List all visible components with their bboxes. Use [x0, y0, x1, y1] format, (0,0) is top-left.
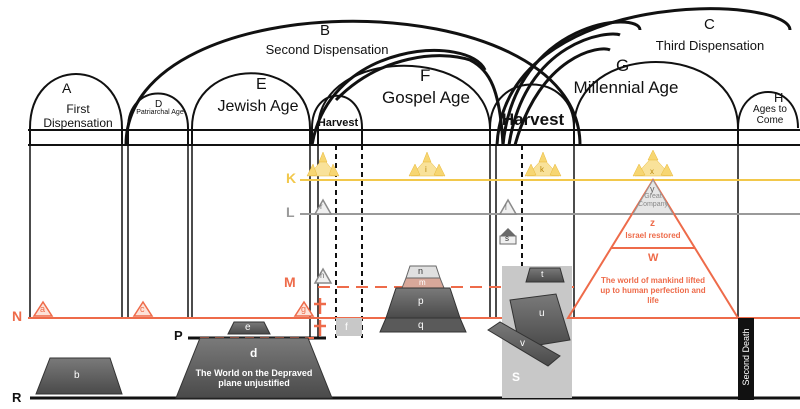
marker-y: y [650, 184, 655, 194]
age-c-letter: C [704, 16, 715, 33]
caption-world-depraved: The World on the Depraved plane unjustif… [195, 368, 313, 388]
plane-m-label: M [284, 274, 296, 290]
crosses [314, 298, 326, 336]
caption-world-mankind: The world of mankind lifted up to human … [600, 276, 706, 305]
harvest-big-label: Harvest [501, 110, 565, 129]
age-e-title: Jewish Age [217, 98, 299, 115]
marker-m: m [419, 278, 426, 287]
marker-l: l [505, 203, 507, 212]
arch-d [127, 92, 189, 145]
small-triangles [313, 198, 518, 284]
arc-b [124, 19, 582, 146]
glory-bursts [306, 149, 674, 177]
marker-s: s [505, 234, 509, 243]
marker-a: a [40, 304, 46, 314]
age-g-title: Millennial Age [573, 78, 679, 97]
s-mini-pyramid [500, 228, 516, 236]
age-g-letter: G [616, 56, 630, 75]
marker-q: q [418, 320, 424, 331]
marker-u: u [539, 308, 545, 319]
orange-triangles [32, 300, 315, 317]
arch-e [191, 72, 311, 145]
plane-r-label: R [12, 390, 22, 405]
arch-h [737, 91, 799, 145]
marker-h: h [320, 271, 325, 280]
gospel-pyramid [379, 265, 467, 333]
age-h-title: Ages to Come [753, 104, 787, 126]
age-e-letter: E [256, 76, 267, 93]
marker-b: b [74, 370, 80, 381]
band-lines [28, 129, 800, 146]
column-lines [29, 145, 739, 338]
marker-g: g [301, 304, 307, 314]
arch-harvest-small [311, 94, 363, 145]
age-a-letter: A [62, 80, 72, 96]
age-d-title: Patriarchal Age [136, 109, 184, 116]
marker-t: t [541, 269, 544, 279]
marker-r: r [320, 202, 323, 211]
age-h-letter: H [774, 90, 784, 105]
arch-harvest-big [489, 83, 575, 145]
caption-great-company: Great Company [638, 193, 668, 208]
pyramid-d [175, 337, 333, 399]
arch-f [317, 64, 491, 145]
marker-w: W [648, 252, 659, 264]
age-b-letter: B [320, 22, 331, 39]
marker-c: c [140, 304, 145, 314]
pyramid-e [227, 321, 271, 335]
age-a-title: First Dispensation [43, 102, 113, 130]
marker-x: x [650, 167, 654, 176]
age-arches [29, 61, 799, 145]
arch-g [573, 61, 739, 145]
marker-i: i [425, 165, 427, 174]
marker-p: p [418, 296, 424, 307]
age-d-letter: D [155, 99, 163, 110]
age-f-letter: F [420, 66, 431, 85]
slab-v [487, 321, 561, 367]
marker-f: f [345, 322, 348, 333]
marker-e: e [245, 322, 251, 333]
marker-n: n [418, 266, 424, 276]
plane-l-label: L [286, 204, 295, 220]
plane-p-label: P [174, 328, 183, 343]
marker-S: S [512, 370, 521, 384]
harvest-small-label: Harvest [317, 117, 359, 129]
age-f-title: Gospel Age [382, 88, 470, 107]
plane-n-label: N [12, 308, 23, 324]
arch-a [29, 73, 123, 145]
plane-k-label: K [286, 170, 297, 186]
caption-second-death: Second Death [741, 328, 751, 386]
second-death-bar [738, 318, 754, 400]
age-b-title: Second Dispensation [265, 42, 389, 57]
marker-v: v [520, 338, 525, 349]
millennial-pyramid [566, 178, 740, 319]
caption-israel-restored: Israel restored [625, 231, 681, 240]
marker-k: k [540, 165, 544, 174]
gray-block-f [336, 318, 362, 336]
marker-z: z [650, 218, 655, 229]
age-c-title: Third Dispensation [655, 38, 765, 53]
pyramid-t [525, 267, 565, 283]
marker-d: d [250, 346, 258, 360]
pyramid-b [35, 357, 123, 395]
